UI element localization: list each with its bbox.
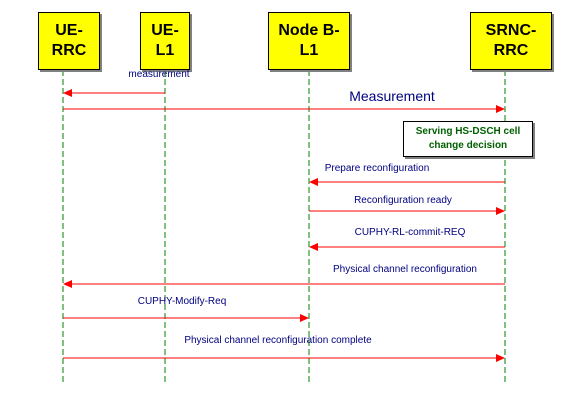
message-arrowhead-5 xyxy=(63,280,72,288)
message-arrowhead-7 xyxy=(496,354,505,362)
message-arrow-2 xyxy=(309,178,505,186)
message-arrowhead-4 xyxy=(309,243,318,251)
message-arrow-7 xyxy=(63,354,505,362)
decision-note-line2: change decision xyxy=(428,140,508,151)
entity-srnc-rrc: SRNC- RRC xyxy=(470,12,552,70)
message-arrow-5 xyxy=(63,280,505,288)
entity-ue-l1: UE- L1 xyxy=(140,12,190,70)
entity-ue-l1-line1: UE- xyxy=(151,22,179,39)
decision-note-line1: Serving HS-DSCH cell xyxy=(415,126,521,137)
decision-note: Serving HS-DSCH cell change decision xyxy=(403,121,533,157)
message-label-cuphy-modify-req: CUPHY-Modify-Req xyxy=(137,296,227,307)
entity-ue-l1-line2: L1 xyxy=(155,42,175,59)
message-arrow-1 xyxy=(63,105,505,113)
message-arrow-3 xyxy=(309,207,505,215)
message-label-cuphy-rl-commit-req: CUPHY-RL-commit-REQ xyxy=(354,227,466,238)
entity-node-b-l1: Node B- L1 xyxy=(268,12,350,70)
message-label-prepare-reconfiguration: Prepare reconfiguration xyxy=(324,163,430,174)
message-arrowhead-6 xyxy=(300,314,309,322)
message-label-reconfiguration-ready: Reconfiguration ready xyxy=(354,195,452,206)
message-arrowhead-0 xyxy=(63,89,72,97)
message-arrowhead-2 xyxy=(309,178,318,186)
message-label-measurement: Measurement xyxy=(349,88,435,104)
message-arrowhead-1 xyxy=(496,105,505,113)
message-label-physical-channel-reconfiguration-complete: Physical channel reconfiguration complet… xyxy=(184,335,372,346)
entity-ue-rrc-line1: UE- xyxy=(55,22,83,39)
entity-node-b-l1-line1: Node B- xyxy=(278,22,340,39)
entity-node-b-l1-line2: L1 xyxy=(299,42,319,59)
message-label-measurement-l1: measurement xyxy=(128,69,190,80)
message-arrowhead-3 xyxy=(496,207,505,215)
message-arrow-4 xyxy=(309,243,505,251)
message-arrow-6 xyxy=(63,314,309,322)
entity-srnc-rrc-line2: RRC xyxy=(493,42,529,59)
entity-ue-rrc: UE- RRC xyxy=(38,12,100,70)
entity-ue-rrc-line2: RRC xyxy=(51,42,87,59)
message-arrow-0 xyxy=(63,89,165,97)
entity-srnc-rrc-line1: SRNC- xyxy=(485,22,537,39)
message-label-physical-channel-reconfiguration: Physical channel reconfiguration xyxy=(333,264,477,275)
